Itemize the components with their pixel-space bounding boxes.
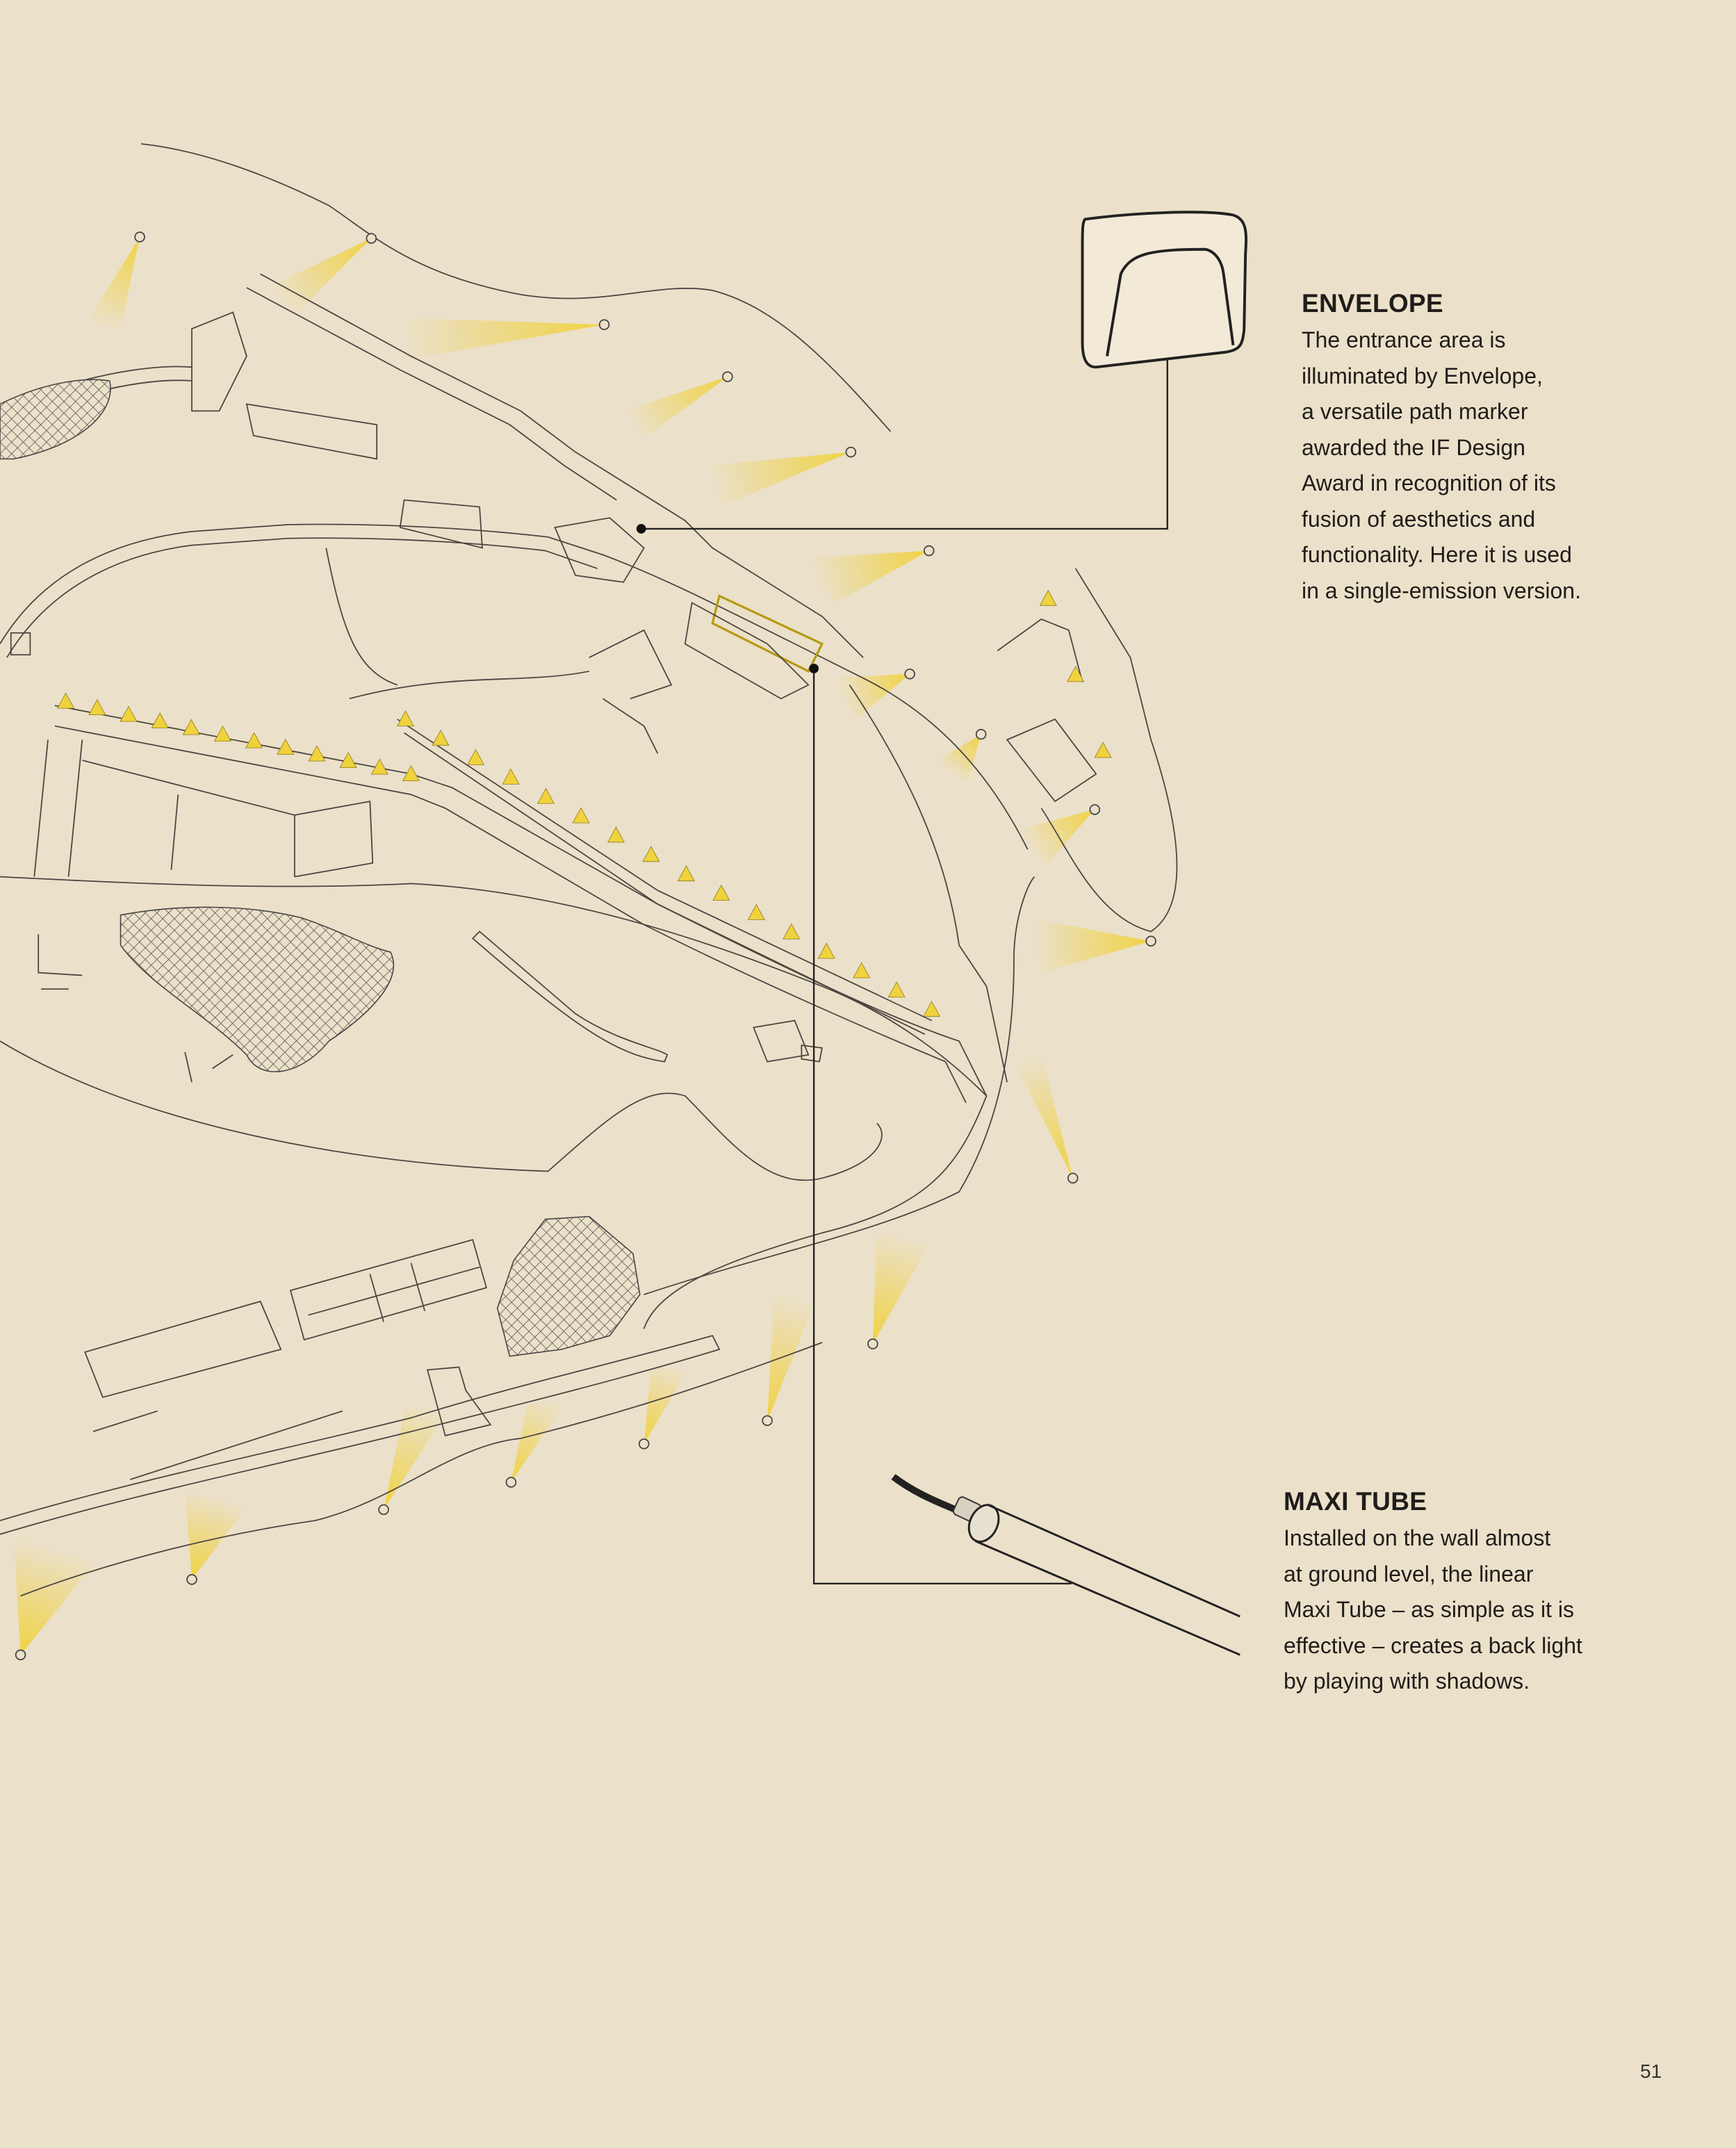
fixture-point [904,669,915,680]
envelope-body: The entrance area is illuminated by Enve… [1302,322,1581,609]
light-cone [267,238,372,315]
light-cone [384,1404,452,1510]
fixture-points [15,231,1156,1661]
path-marker [245,732,263,748]
path-marker [817,942,835,959]
maxi-tube-body: Installed on the wall almost at ground l… [1284,1520,1582,1700]
path-marker [537,787,555,804]
body-line: The entrance area is [1302,327,1506,352]
body-line: Maxi Tube – as simple as it is [1284,1597,1574,1622]
path-marker [151,712,169,729]
path-marker [572,807,590,823]
path-marker [467,749,485,765]
fixture-point [15,1649,26,1661]
light-cone [938,734,981,788]
page-number: 51 [1640,2060,1662,2082]
path-marker [1067,666,1085,682]
body-line: fusion of aesthetics and [1302,506,1536,532]
path-marker [213,725,231,742]
hatched-area [496,1215,641,1357]
envelope-product-illustration [1081,211,1247,369]
light-cone [644,1363,692,1444]
body-line: Installed on the wall almost [1284,1525,1551,1550]
body-line: a versatile path marker [1302,399,1528,424]
envelope-description: ENVELOPE The entrance area is illuminate… [1302,289,1581,609]
fixture-point [762,1415,773,1427]
path-marker [642,846,660,862]
path-marker [277,739,295,755]
path-marker [712,885,730,901]
light-cone [1020,810,1095,870]
body-line: in a single-emission version. [1302,577,1581,603]
path-marker [370,758,388,775]
fixture-point [867,1338,878,1350]
path-marker [402,765,420,782]
light-cone [397,318,605,359]
envelope-leader-line [641,359,1168,530]
light-cone [1027,917,1152,973]
hatched-area [120,906,395,1072]
light-cone [623,377,728,438]
light-cones [13,237,1152,1655]
path-marker-triangles [57,589,1112,1017]
fixture-point [1067,1172,1079,1184]
maxi-tube-title: MAXI TUBE [1284,1487,1427,1516]
fixture-point [186,1574,197,1585]
fixture-point [638,1438,650,1450]
fixture-point [1145,935,1156,947]
path-marker [1094,741,1112,758]
fixture-point [722,371,733,382]
path-marker [677,865,695,882]
maxi-tube-leader-line [812,668,1072,1585]
light-cone [185,1486,247,1580]
map-outlines [0,143,1178,1597]
light-cone [85,237,140,329]
body-line: functionality. Here it is used [1302,542,1572,567]
maxi-tube-location-dot [809,664,819,673]
fixture-point [923,545,935,557]
path-marker [887,981,906,998]
light-cone [872,1233,932,1344]
fixture-point [975,728,987,740]
maxi-tube-product-illustration [891,1474,1240,1656]
maxi-tube-description: MAXI TUBE Installed on the wall almost a… [1284,1487,1582,1700]
path-marker [182,719,200,735]
path-marker [747,903,765,920]
light-cone [794,550,929,603]
envelope-title: ENVELOPE [1302,289,1443,318]
path-marker [1039,589,1057,606]
fixture-point [505,1477,517,1488]
fixture-point [134,231,145,243]
body-line: illuminated by Envelope, [1302,363,1543,388]
path-marker [308,745,326,762]
fixture-point [598,319,610,330]
path-marker [397,710,415,727]
fixture-point [366,233,377,244]
path-marker [607,826,625,843]
light-cone [511,1397,569,1482]
body-line: Award in recognition of its [1302,470,1556,495]
envelope-location-dot [636,524,646,534]
light-cone [1013,1054,1073,1179]
path-marker [502,768,520,785]
light-cone [13,1534,97,1655]
path-marker [120,705,138,722]
path-marker [88,699,106,716]
light-cone [767,1294,816,1421]
body-line: at ground level, the linear [1284,1561,1534,1587]
path-marker [432,730,450,746]
path-marker [339,752,357,769]
path-marker [853,962,871,978]
path-marker [923,1001,941,1017]
hatched-area [0,379,111,460]
fixture-point [845,446,857,458]
body-line: effective – creates a back light [1284,1632,1582,1658]
body-line: awarded the IF Design [1302,434,1525,460]
body-line: by playing with shadows. [1284,1669,1530,1694]
fixture-point [1089,804,1101,815]
light-cone [705,452,851,507]
path-marker [57,692,75,709]
fixture-point [378,1504,389,1516]
path-marker [783,923,801,940]
